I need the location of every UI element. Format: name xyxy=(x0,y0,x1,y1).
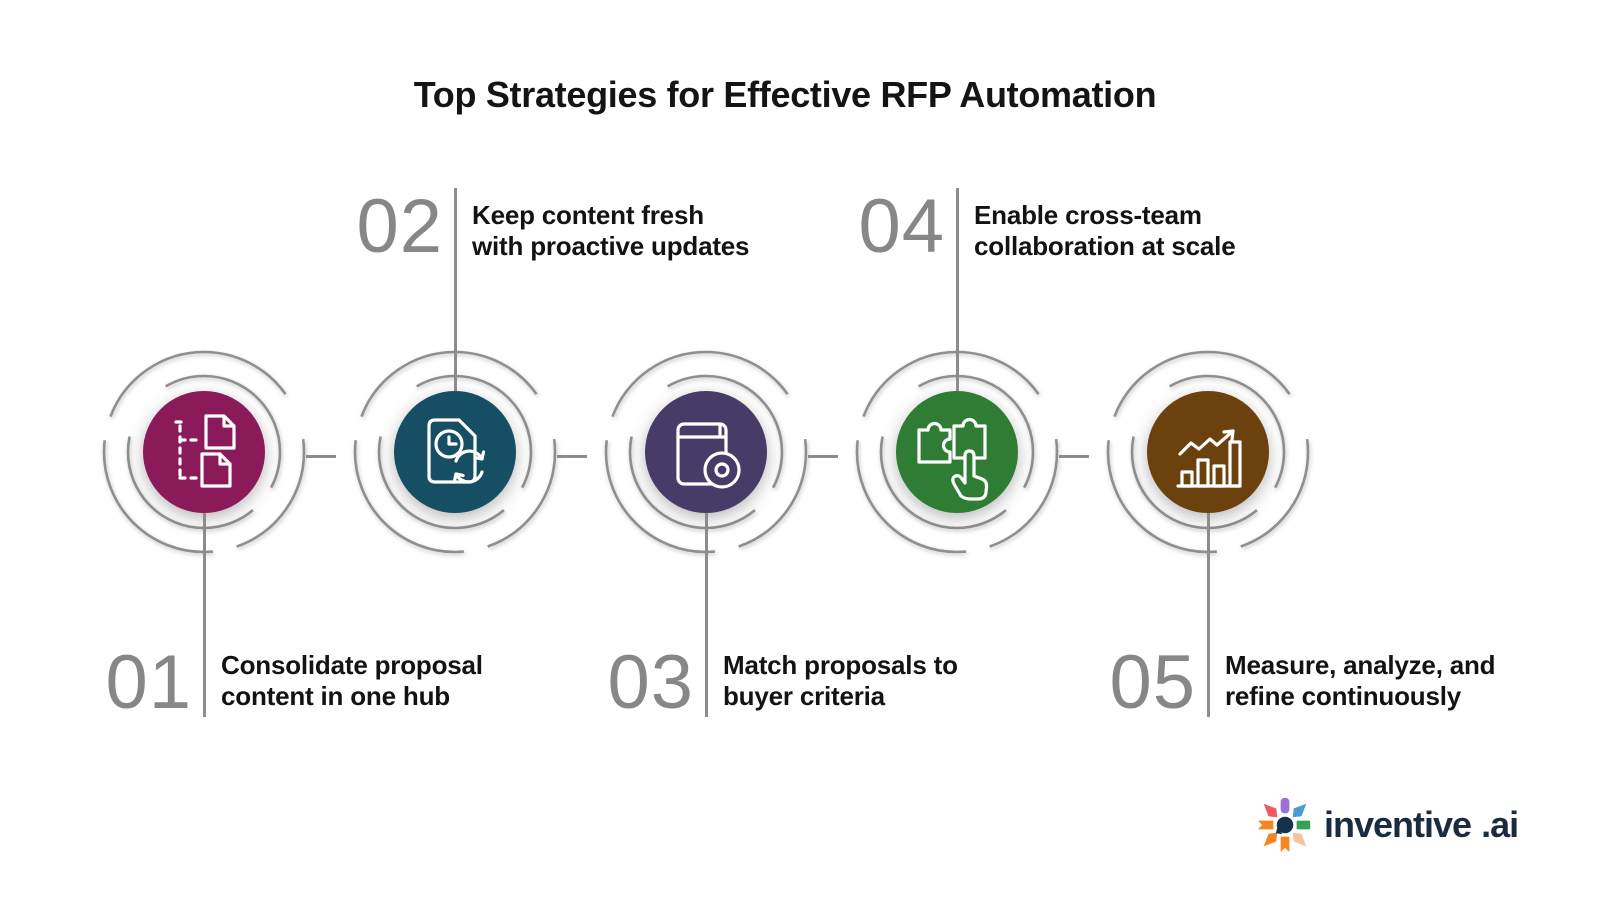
connector-stub xyxy=(808,455,838,458)
documents-tree-icon xyxy=(174,414,236,488)
step-label: Keep content fresh with proactive update… xyxy=(472,200,750,261)
connector-line xyxy=(956,188,959,391)
step-number: 05 xyxy=(1109,640,1196,725)
connector-line xyxy=(1207,513,1210,717)
connector-stub xyxy=(557,455,587,458)
connector-stub xyxy=(306,455,336,458)
step-number: 01 xyxy=(105,640,192,725)
step-label: Consolidate proposal content in one hub xyxy=(221,650,483,711)
step-label: Enable cross-team collaboration at scale xyxy=(974,200,1236,261)
book-target-icon xyxy=(676,422,741,489)
step-label: Match proposals to buyer criteria xyxy=(723,650,958,711)
connector-line xyxy=(705,513,708,717)
step-2-circle xyxy=(353,350,557,554)
step-label: Measure, analyze, and refine continuousl… xyxy=(1225,650,1496,711)
logo-burst-icon xyxy=(1257,797,1311,853)
logo-tld: .ai xyxy=(1481,804,1519,845)
step-number: 02 xyxy=(356,184,443,269)
growth-chart-icon xyxy=(1176,429,1242,488)
step-3-circle xyxy=(604,350,808,554)
logo-name: inventive xyxy=(1324,804,1472,845)
logo: inventive.ai xyxy=(1254,794,1519,856)
step-number: 04 xyxy=(858,184,945,269)
logo-text: inventive.ai xyxy=(1324,804,1519,846)
step-number: 03 xyxy=(607,640,694,725)
connector-line xyxy=(454,188,457,391)
puzzle-hand-icon xyxy=(917,417,989,501)
connector-line xyxy=(203,513,206,717)
page-title: Top Strategies for Effective RFP Automat… xyxy=(413,74,1157,115)
document-refresh-icon xyxy=(427,418,486,484)
step-5-circle xyxy=(1106,350,1310,554)
connector-stub xyxy=(1059,455,1089,458)
